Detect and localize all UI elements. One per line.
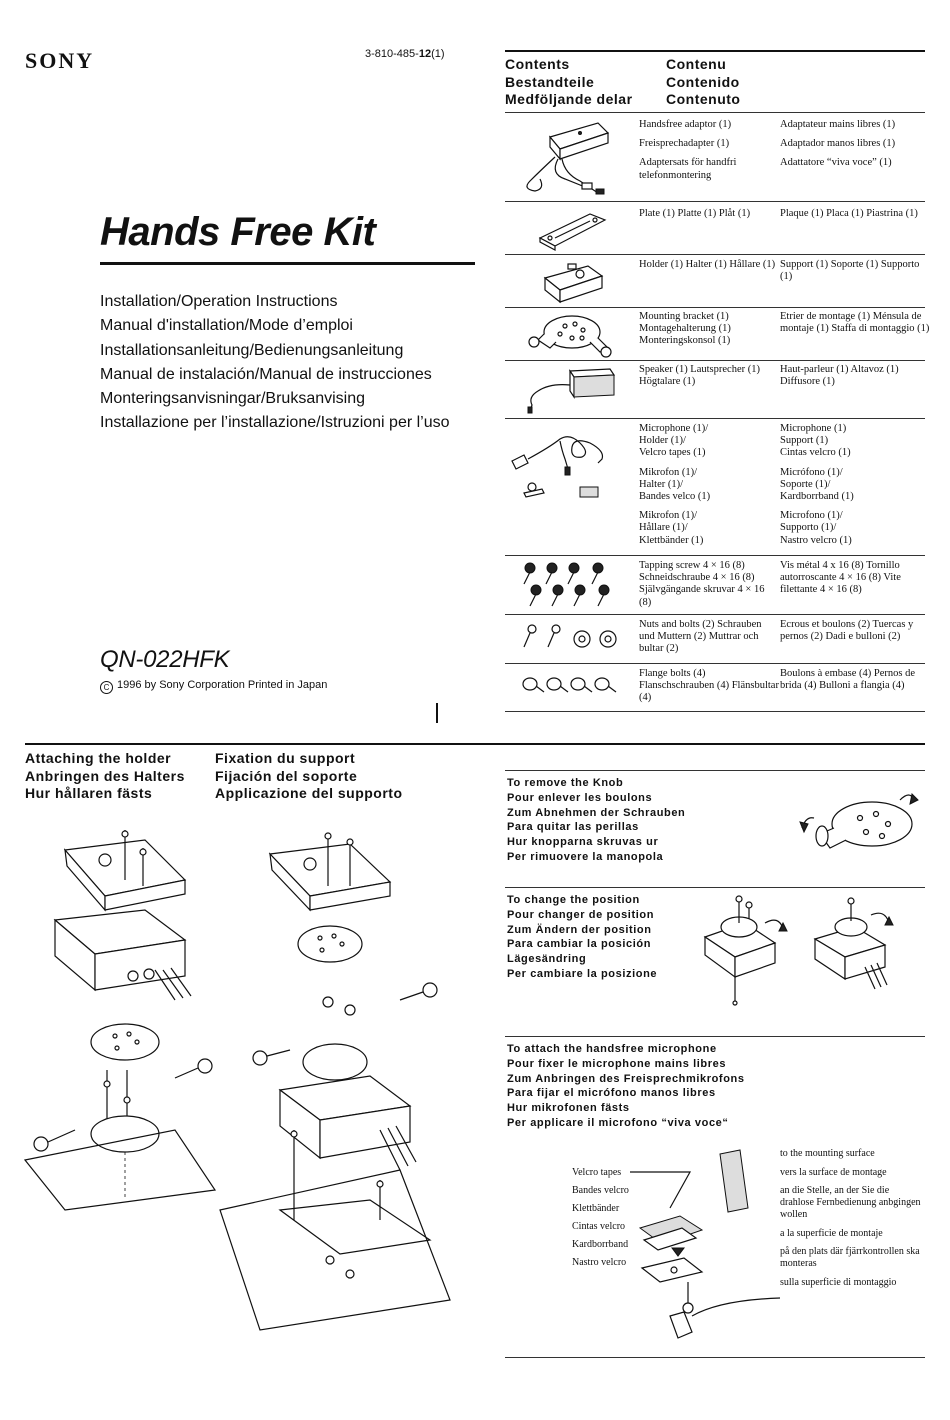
contents-row-tapping-screw: Tapping screw 4 × 16 (8) Schneidschraube… [505, 555, 925, 614]
knob-removal-diagram [799, 792, 919, 849]
copyright-icon: C [100, 681, 113, 694]
contents-heading-right: Contenu Contenido Contenuto [666, 56, 741, 107]
adaptor-icon [526, 122, 610, 195]
contents-heading-left: Contents Bestandteile Medföljande delar [505, 56, 633, 107]
item-names-left: Handsfree adaptor (1) Freisprechadapter … [639, 119, 737, 181]
item-names-right: Microphone (1) Support (1) Cintas velcro… [780, 423, 854, 546]
contents-row-nuts-bolts: Nuts and bolts (2) Schrauben und Muttern… [505, 614, 925, 663]
remove-knob-rule [505, 770, 925, 771]
contents-top-rule [505, 50, 925, 52]
manual-title: Monteringsanvisningar/Bruksanvising [100, 390, 366, 408]
item-names-left: Plate (1) Platte (1) Plåt (1) [639, 208, 751, 219]
attaching-heading-right: Fixation du support Fijación del soporte… [215, 750, 403, 801]
contents-row-adaptor: Handsfree adaptor (1) Freisprechadapter … [505, 112, 925, 201]
item-names-right: Boulons à embase (4) Pernos de brida (4)… [780, 668, 916, 692]
manual-title: Installazione per l’installazione/Istruz… [100, 414, 450, 432]
attach-mic-rule [505, 1036, 925, 1037]
item-names-left: Microphone (1)/ Holder (1)/ Velcro tapes… [639, 423, 711, 546]
item-names-right: Ecrous et boulons (2) Tuercas y pernos (… [780, 619, 914, 643]
holder-assembly-diagram-1 [23, 830, 217, 1211]
contents-row-bracket: Mounting bracket (1) Montagehalterung (1… [505, 307, 929, 360]
item-names-right: Vis métal 4 x 16 (8) Tornillo autorrosca… [780, 560, 901, 596]
contents-row-speaker: Speaker (1) Lautsprecher (1) Högtalare (… [505, 360, 925, 414]
item-names-left: Speaker (1) Lautsprecher (1) Högtalare (… [639, 364, 760, 388]
title-rule [100, 262, 475, 265]
item-names-right: Support (1) Soporte (1) Supporto (1) [780, 259, 920, 283]
manual-title-list: Installation/Operation Instructions Manu… [100, 290, 450, 436]
item-names-left: Holder (1) Halter (1) Hållare (1) [639, 259, 776, 270]
contents-row-plate: Plate (1) Platte (1) Plåt (1) Plaque (1)… [505, 201, 925, 254]
page-title: Hands Free Kit [100, 210, 376, 254]
manual-title: Installation/Operation Instructions [100, 293, 338, 310]
microphone-icon [511, 436, 604, 498]
section-rule [25, 743, 925, 745]
change-position-rule [505, 887, 925, 888]
item-names-left: Mounting bracket (1) Montagehalterung (1… [639, 311, 731, 347]
contents-row-flange-bolts: Flange bolts (4) Flanschschrauben (4) Fl… [505, 663, 925, 712]
plate-icon [538, 213, 607, 251]
manual-title: Manual de instalación/Manual de instrucc… [100, 365, 432, 383]
microphone-attach-diagram [630, 1149, 781, 1339]
contents-row-holder: Holder (1) Halter (1) Hållare (1) Suppor… [505, 254, 925, 307]
contents-row-microphone: Microphone (1)/ Holder (1)/ Velcro tapes… [505, 418, 925, 555]
nuts-bolts-icon [523, 624, 617, 648]
flange-bolt-icon [522, 677, 617, 693]
contents-bottom-rule [505, 711, 925, 712]
part-number: 3-810-485-12(1) [365, 48, 445, 60]
attaching-heading-left: Attaching the holder Anbringen des Halte… [25, 750, 185, 801]
item-names-left: Nuts and bolts (2) Schrauben und Muttern… [639, 619, 762, 655]
speaker-icon [527, 368, 616, 414]
surface-labels: to the mounting surface vers la surface … [780, 1148, 921, 1288]
item-names-left: Tapping screw 4 × 16 (8) Schneidschraube… [639, 560, 765, 608]
model-number: QN-022HFK [100, 646, 230, 673]
tapping-screw-icon [523, 562, 610, 607]
holder-assembly-diagram-2 [219, 832, 451, 1331]
item-names-right: Etrier de montage (1) Ménsula de montaje… [780, 311, 930, 335]
item-names-left: Flange bolts (4) Flanschschrauben (4) Fl… [639, 668, 779, 704]
registration-mark [436, 703, 438, 723]
manual-title: Installationsanleitung/Bedienungsanleitu… [100, 341, 404, 359]
manual-title: Manual d'installation/Mode d’emploi [100, 317, 353, 335]
brand-logo: SONY [25, 48, 95, 73]
change-position-diagram [703, 895, 894, 1006]
holder-icon [543, 263, 604, 304]
item-names-right: Adaptateur mains libres (1) Adaptador ma… [780, 119, 896, 169]
item-names-right: Haut-parleur (1) Altavoz (1) Diffusore (… [780, 364, 899, 388]
mounting-bracket-icon [528, 315, 612, 358]
item-names-right: Plaque (1) Placa (1) Piastrina (1) [780, 208, 918, 219]
bottom-rule [505, 1357, 925, 1358]
